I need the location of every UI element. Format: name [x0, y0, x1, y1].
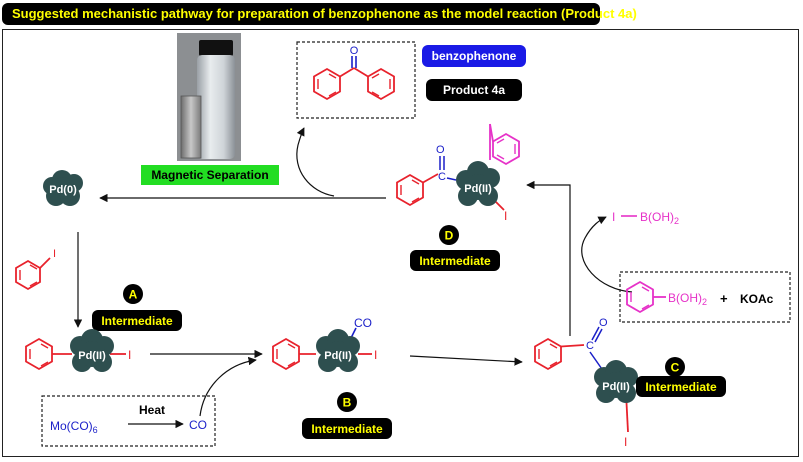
- pd0-catalyst: Pd(0): [43, 170, 83, 206]
- svg-text:O: O: [350, 45, 359, 57]
- pd2-cluster-a: Pd(II): [70, 329, 114, 372]
- badge-a: A Intermediate: [92, 284, 182, 331]
- heat-label: Heat: [139, 403, 165, 417]
- svg-text:I: I: [612, 210, 615, 224]
- svg-text:benzophenone: benzophenone: [432, 49, 517, 63]
- svg-text:B: B: [343, 396, 352, 410]
- badge-d: D Intermediate: [410, 225, 500, 271]
- svg-text:Intermediate: Intermediate: [645, 380, 717, 394]
- intermediate-a-structure: I: [25, 337, 131, 371]
- iodo-boronic-byproduct: I B(OH)2: [612, 210, 679, 226]
- svg-text:D: D: [445, 229, 454, 243]
- badge-c: C Intermediate: [636, 357, 726, 397]
- svg-text:C: C: [438, 171, 446, 183]
- svg-text:I: I: [504, 209, 507, 223]
- koac-label: KOAc: [740, 292, 774, 306]
- svg-text:Pd(II): Pd(II): [464, 183, 492, 195]
- svg-text:I: I: [624, 435, 627, 449]
- svg-text:Mo(CO)6: Mo(CO)6: [50, 419, 98, 435]
- svg-text:Pd(II): Pd(II): [324, 350, 352, 362]
- arrow-co-insertion: [199, 356, 257, 417]
- diagram-frame: [2, 29, 799, 457]
- svg-text:Pd(II): Pd(II): [602, 381, 630, 393]
- product-label: Product 4a: [426, 79, 522, 101]
- svg-text:Magnetic Separation: Magnetic Separation: [151, 168, 268, 182]
- intermediate-b-structure: I CO: [272, 316, 377, 371]
- svg-text:C: C: [671, 361, 680, 375]
- co-gas-label: CO: [189, 418, 207, 432]
- svg-text:C: C: [586, 340, 594, 352]
- arrow-d-to-product: [296, 127, 335, 197]
- product-box: [296, 41, 416, 119]
- pd2-cluster-c: Pd(II): [594, 360, 638, 403]
- arrow-b-to-c: [409, 355, 523, 366]
- diagram-title: Suggested mechanistic pathway for prepar…: [12, 6, 637, 21]
- iodobenzene-structure: I: [15, 248, 56, 291]
- svg-text:Intermediate: Intermediate: [311, 422, 383, 436]
- svg-text:Intermediate: Intermediate: [101, 314, 173, 328]
- benzophenone-structure: O: [313, 45, 395, 101]
- mo-co6-box: [41, 395, 216, 447]
- arrow-c-to-d: [526, 180, 571, 336]
- magnetic-separation-photo: [177, 33, 241, 161]
- mo-co6-reagent: Mo(CO)6: [50, 419, 98, 435]
- svg-text:O: O: [436, 144, 445, 156]
- magnetic-separation-label: Magnetic Separation: [141, 165, 279, 185]
- svg-text:O: O: [599, 317, 608, 329]
- svg-text:A: A: [129, 288, 138, 302]
- arrow-transmetalation: [581, 216, 633, 293]
- svg-text:B(OH)2: B(OH)2: [668, 291, 707, 307]
- reagent-box: [619, 271, 791, 323]
- svg-text:Intermediate: Intermediate: [419, 254, 491, 268]
- svg-text:CO: CO: [354, 316, 372, 330]
- benzophenone-label: benzophenone: [422, 45, 526, 67]
- svg-text:Product 4a: Product 4a: [443, 83, 505, 97]
- intermediate-d-structure: C O I: [396, 123, 520, 223]
- pd2-cluster-d: Pd(II): [456, 161, 500, 206]
- svg-text:Pd(0): Pd(0): [49, 184, 77, 196]
- svg-text:I: I: [374, 348, 377, 362]
- svg-text:I: I: [128, 348, 131, 362]
- pd2-cluster-b: Pd(II): [316, 329, 360, 372]
- svg-text:B(OH)2: B(OH)2: [640, 210, 679, 226]
- phenylboronic-acid-structure: B(OH)2: [626, 280, 707, 314]
- title-bar: Suggested mechanistic pathway for prepar…: [2, 3, 637, 25]
- plus-sign: +: [720, 291, 728, 306]
- badge-b: B Intermediate: [302, 392, 392, 439]
- svg-text:I: I: [53, 248, 56, 260]
- svg-text:Pd(II): Pd(II): [78, 350, 106, 362]
